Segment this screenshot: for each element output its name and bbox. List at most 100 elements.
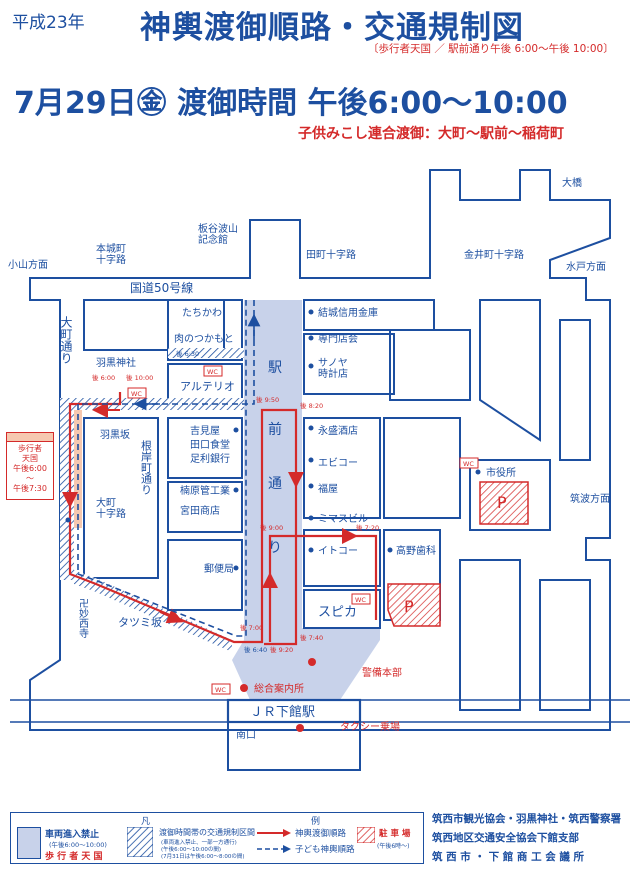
legend-kids-route: 子ども神輿順路 (295, 845, 355, 855)
block (459, 559, 521, 711)
marker-dot (308, 547, 314, 553)
place-tsukuba: 筑波方面 (570, 492, 610, 505)
wc-icon: WC (203, 365, 223, 377)
place-mito: 水戸方面 (566, 260, 606, 273)
legend-title-left: 凡 (141, 817, 151, 827)
kids-route (77, 300, 255, 637)
legend-no-entry-time: (午後6:00〜10:00) (49, 841, 107, 849)
svg-text:WC: WC (131, 390, 142, 398)
date-time-line: 7月29日㊎ 渡御時間 午後6:00〜10:00 (14, 86, 568, 121)
place-arterio: アルテリオ (180, 380, 235, 393)
marker-dot (308, 309, 314, 315)
legend-regulation: 渡御時間帯の交通規制区間 (159, 828, 255, 837)
legend-parking: 駐 車 場 (379, 829, 411, 839)
place-tamachi: 田町十字路 (306, 248, 356, 261)
block (389, 329, 471, 401)
place-itoko: イトコー (318, 546, 358, 557)
legend-parking-swatch (357, 827, 375, 843)
street-char-ri: り (268, 540, 282, 556)
kids-route-note: 子供みこし連合渡御：大町〜駅前〜稲荷町 (298, 126, 564, 142)
street-char-eki: 駅 (268, 360, 282, 376)
time-label: 後 7:20 (356, 523, 379, 532)
regulation-zone (168, 348, 244, 358)
place-honjocho: 本城町十字路 (96, 242, 126, 266)
block (539, 579, 591, 711)
block (167, 417, 243, 479)
place-yoshimiya: 吉見屋 (190, 425, 220, 437)
block (83, 417, 159, 579)
place-haguro-zaka: 羽黒坂 (100, 429, 130, 441)
mikoshi-arrow (159, 608, 184, 624)
legend-parking-time: (午後6時〜) (377, 843, 410, 850)
legend-kids-line (257, 845, 291, 853)
parking-label: P (404, 597, 414, 616)
time-label: 後 7:40 (300, 633, 323, 642)
place-senmon: 専門店会 (318, 332, 358, 345)
place-niku: 肉のつかもと (174, 332, 234, 345)
marker-dot (475, 469, 481, 475)
pedestrian-notice-box: 歩行者 天国 午後6:00 〜 午後7:30 (6, 432, 54, 500)
legend-mikoshi-route: 神輿渡御順路 (295, 829, 347, 839)
block (167, 299, 243, 361)
legend-pedestrian: 歩 行 者 天 国 (45, 852, 103, 862)
place-ebico: エビコー (318, 457, 358, 469)
marker-dot (240, 684, 248, 692)
legend-no-entry: 車両進入禁止 (45, 830, 100, 840)
organizer-1: 筑西市観光協会・羽黒神社・筑西警察署 (432, 813, 621, 825)
svg-text:WC: WC (355, 596, 366, 604)
place-spica: スピカ (318, 605, 357, 620)
svg-text:WC: WC (215, 686, 226, 694)
place-nashihara: 楠原管工業 (180, 484, 230, 497)
place-tatsumi: タツミ坂 (118, 616, 162, 629)
wc-icon: WC (459, 457, 479, 469)
place-sanoya: サノヤ時計店 (318, 357, 348, 380)
wc-icon: WC (351, 593, 371, 605)
time-label: 後 10:00 (126, 373, 153, 382)
place-taxi: タクシー乗場 (340, 720, 400, 733)
parking-city-hall (479, 481, 529, 525)
legend-no-entry-swatch (17, 827, 41, 859)
place-oyama: 小山方面 (8, 258, 48, 271)
place-miyata: 宮田商店 (180, 504, 220, 517)
marker-dot (233, 487, 239, 493)
marker-dot (308, 363, 314, 369)
route-map: P P WC WC WC WC WC (8, 169, 630, 771)
legend-regulation-note2: (午後6:00〜10:00の間) (161, 847, 221, 853)
legend-regulation-swatch (127, 827, 153, 857)
time-label: 後 9:50 (256, 395, 279, 404)
time-label: 後 9:00 (260, 523, 283, 532)
legend: 凡 例 車両進入禁止 (午後6:00〜10:00) 歩 行 者 天 国 渡御時間… (10, 812, 424, 864)
place-taguchi: 田口食堂 (190, 438, 230, 451)
place-jr-station: ＪＲ下館駅 (250, 705, 315, 720)
organizer-3: 筑 西 市 ・ 下 館 商 工 会 議 所 (432, 851, 585, 863)
place-yuki-bank: 結城信用金庫 (318, 306, 378, 319)
time-label: 後 6:30 (176, 349, 199, 358)
marker-dot (233, 427, 239, 433)
marker-dot (296, 724, 304, 732)
place-myosai: 卍妙西寺 (77, 598, 89, 638)
wc-icon: WC (211, 683, 231, 695)
legend-regulation-note3: (7月31日は午後6:00〜8:00の間) (161, 854, 245, 860)
svg-text:WC: WC (463, 460, 474, 468)
place-nanko: 南口 (236, 728, 256, 741)
block (303, 333, 395, 395)
place-ohashi: 大橋 (562, 176, 582, 189)
block (303, 589, 381, 629)
regulation-zone (60, 410, 74, 580)
wc-icon: WC (127, 387, 147, 399)
marker-dot (387, 547, 393, 553)
place-kanaicho: 金井町十字路 (464, 248, 524, 261)
place-tachikawa: たちかわ (182, 307, 222, 319)
block (303, 417, 381, 519)
place-eimori: 永盛酒店 (318, 424, 358, 437)
block (83, 299, 225, 351)
year-label: 平成23年 (12, 13, 85, 33)
block (303, 529, 381, 587)
time-label: 後 9:20 (270, 645, 293, 654)
street-char-mae: 前 (268, 421, 282, 438)
legend-title-right: 例 (311, 817, 321, 827)
place-takano: 高野歯科 (396, 544, 436, 557)
page-title: 神輿渡御順路・交通規制図 (140, 10, 524, 46)
place-shiyakusho: 市役所 (486, 466, 516, 479)
time-label: 後 8:20 (300, 401, 323, 410)
